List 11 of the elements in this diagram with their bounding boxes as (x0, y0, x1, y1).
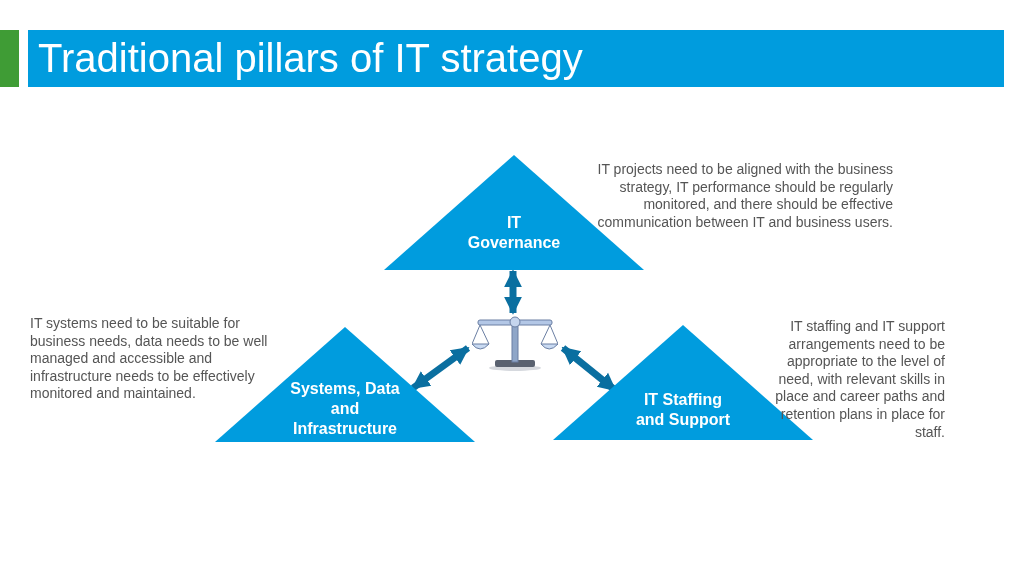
pillar-label: IT Governance (466, 213, 562, 253)
pillar-label: IT Staffing and Support (634, 390, 732, 430)
double-arrow (560, 345, 618, 393)
scale-drawing (472, 314, 558, 372)
pillar-label: Systems, Data and Infrastructure (289, 379, 401, 439)
title: Traditional pillars of IT strategy (38, 36, 583, 80)
double-arrow (504, 269, 522, 315)
double-arrow (410, 345, 471, 391)
description-text: IT systems need to be suitable for business needs, data needs to be well managed and accessible and infrastructure needs to be effectively monitored and maintained. (30, 315, 269, 403)
description-text: IT staffing and IT support arrangements need to be appropriate to the level of need, with relevant skills in place and career paths and retention plans in place for staff. (774, 318, 945, 442)
description-text: IT projects need to be aligned with the business strategy, IT performance should be regularly monitored, and there should be effective communication between IT and business users. (596, 161, 893, 232)
